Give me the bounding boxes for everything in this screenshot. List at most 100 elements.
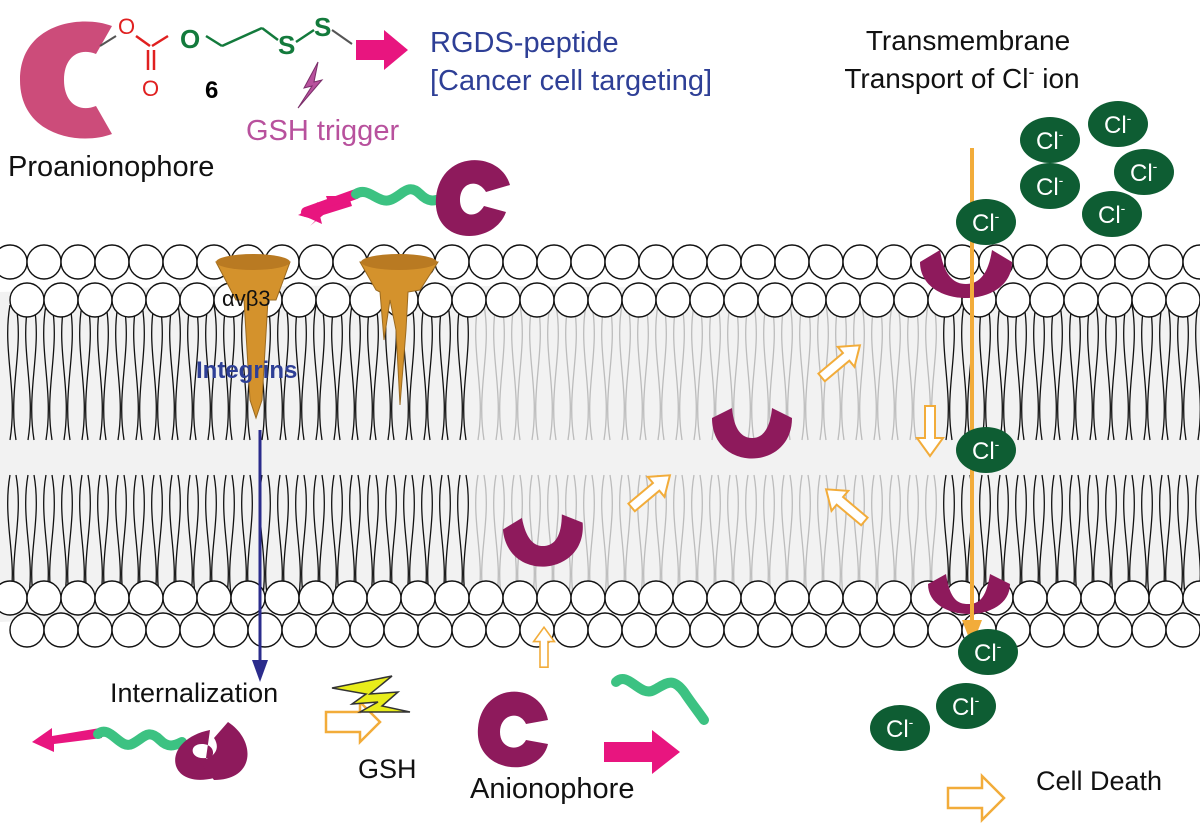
ester-oxygen: O — [118, 14, 135, 39]
peptide-release-arrow-top — [300, 200, 352, 224]
lipid-head — [757, 612, 793, 648]
lipid-head — [893, 612, 929, 648]
lipid-head — [995, 282, 1031, 318]
lipid-head — [1114, 244, 1150, 280]
lipid-head — [1012, 244, 1048, 280]
integrin-receptor-label: αvβ3 — [222, 286, 271, 311]
lipid-head — [604, 244, 640, 280]
lipid-head — [842, 244, 878, 280]
chloride-ion: Cl- — [1114, 149, 1174, 195]
lipid-head — [1165, 612, 1200, 648]
lipid-heads — [0, 244, 1200, 648]
lipid-head — [774, 580, 810, 616]
free-peptide-chain — [611, 674, 709, 725]
lipid-head — [315, 282, 351, 318]
lipid-head — [570, 244, 606, 280]
lipid-head — [706, 580, 742, 616]
lipid-head — [876, 580, 912, 616]
lipid-head — [264, 580, 300, 616]
lipid-head — [1182, 244, 1200, 280]
lipid-head — [502, 244, 538, 280]
lipid-head — [1012, 580, 1048, 616]
lipid-head — [9, 612, 45, 648]
lipid-head — [621, 612, 657, 648]
lipid-head — [859, 282, 895, 318]
lipid-head — [1046, 580, 1082, 616]
lipid-head — [247, 612, 283, 648]
lipid-head — [706, 244, 742, 280]
chloride-ion: Cl- — [956, 427, 1016, 473]
lipid-head — [689, 282, 725, 318]
internalization-label: Internalization — [110, 678, 278, 708]
carbonyl-oxygen: O — [142, 76, 159, 101]
lipid-head — [298, 244, 334, 280]
lipid-head — [808, 580, 844, 616]
integrin-receptor-secondary — [359, 254, 439, 406]
chloride-ion: Cl- — [1082, 191, 1142, 237]
lipid-head — [553, 612, 589, 648]
lipid-head — [1029, 612, 1065, 648]
chloride-label: Cl- — [886, 714, 914, 743]
lipid-head — [638, 244, 674, 280]
lipid-head — [1063, 612, 1099, 648]
lipid-head — [672, 244, 708, 280]
lipid-head — [1080, 244, 1116, 280]
lipid-head — [723, 282, 759, 318]
peptide-conjugate-top — [298, 160, 510, 236]
lipid-head — [621, 282, 657, 318]
lipid-head — [1131, 282, 1167, 318]
lipid-head — [791, 612, 827, 648]
lipid-head — [179, 612, 215, 648]
compound-number: 6 — [205, 77, 218, 104]
lipid-head — [791, 282, 827, 318]
lipid-head — [519, 282, 555, 318]
chloride-ion: Cl- — [1020, 163, 1080, 209]
peptide-subtitle: [Cancer cell targeting] — [430, 65, 712, 97]
carrier-bottom — [928, 574, 1010, 614]
lipid-head — [162, 244, 198, 280]
lipid-head — [808, 244, 844, 280]
lipid-head — [638, 580, 674, 616]
lipid-head — [145, 282, 181, 318]
transport-line2: Transport of Cl- ion — [844, 62, 1079, 94]
lipid-head — [1097, 612, 1133, 648]
lipid-head — [111, 612, 147, 648]
lipid-head — [689, 612, 725, 648]
lipid-head — [1182, 580, 1200, 616]
lipid-head — [349, 612, 385, 648]
lipid-head — [128, 580, 164, 616]
lipid-head — [196, 580, 232, 616]
peptide-title: RGDS-peptide — [430, 27, 619, 59]
gsh-trigger-label: GSH trigger — [246, 115, 399, 147]
chloride-ion: Cl- — [1088, 101, 1148, 147]
lipid-head — [723, 612, 759, 648]
lipid-head — [1165, 282, 1200, 318]
release-arrow-icon — [604, 730, 680, 774]
lipid-head — [383, 612, 419, 648]
lipid-head — [553, 282, 589, 318]
lipid-bilayer — [0, 244, 1200, 648]
lipid-head — [740, 580, 776, 616]
integrin-receptor — [215, 254, 291, 420]
lipid-head — [740, 244, 776, 280]
lipid-head — [893, 282, 929, 318]
lipid-head — [485, 282, 521, 318]
lipid-head — [60, 244, 96, 280]
proanionophore-structure: O O O S S 6 — [20, 12, 408, 139]
lipid-head — [1114, 580, 1150, 616]
lipid-head — [281, 282, 317, 318]
lipid-head — [213, 612, 249, 648]
lipid-head — [451, 612, 487, 648]
cell-death-label: Cell Death — [1036, 766, 1162, 796]
transport-heading: Transmembrane Transport of Cl- ion — [844, 25, 1079, 94]
lipid-head — [400, 580, 436, 616]
lipid-head — [570, 580, 606, 616]
integrins-label: Integrins — [196, 357, 297, 384]
lipid-head — [672, 580, 708, 616]
lipid-head — [604, 580, 640, 616]
internalization-arrow — [252, 430, 268, 682]
lipid-head — [587, 612, 623, 648]
lipid-head — [1029, 282, 1065, 318]
carrier-top — [920, 250, 1012, 298]
